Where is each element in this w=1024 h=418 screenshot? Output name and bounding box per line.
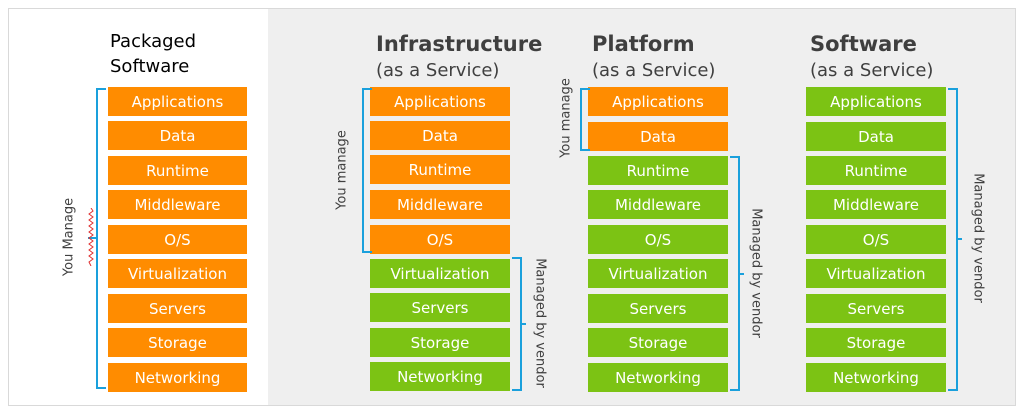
iaas-layer-storage: Storage <box>370 328 510 357</box>
paas-vendor-bracket-tick <box>738 273 744 275</box>
saas-layer-os: O/S <box>806 225 946 254</box>
packaged-title-line2: Software <box>110 56 190 77</box>
packaged-layer-storage: Storage <box>108 328 247 357</box>
saas-title: Software <box>810 32 917 56</box>
saas-layer-servers: Servers <box>806 294 946 323</box>
spellcheck-squiggle-icon <box>88 208 94 266</box>
packaged-title-line1: Packaged <box>110 31 197 52</box>
paas-vendor-label: Managed by vendor <box>748 208 764 338</box>
paas-you-manage-label: You manage <box>558 78 574 158</box>
packaged-layer-applications: Applications <box>108 87 247 116</box>
iaas-you-manage-label: You manage <box>334 130 350 210</box>
saas-vendor-label: Managed by vendor <box>970 173 986 303</box>
paas-subtitle: (as a Service) <box>592 60 716 81</box>
paas-layer-runtime: Runtime <box>588 156 728 185</box>
iaas-layer-os: O/S <box>370 225 510 254</box>
iaas-layer-applications: Applications <box>370 87 510 116</box>
paas-layer-middleware: Middleware <box>588 190 728 219</box>
iaas-layer-virtualization: Virtualization <box>370 259 510 288</box>
paas-layer-networking: Networking <box>588 363 728 392</box>
packaged-you-manage-bracket <box>96 88 106 389</box>
packaged-layer-runtime: Runtime <box>108 156 247 185</box>
paas-layer-storage: Storage <box>588 328 728 357</box>
packaged-layer-os: O/S <box>108 225 247 254</box>
paas-layer-applications: Applications <box>588 87 728 116</box>
iaas-vendor-label: Managed by vendor <box>532 258 548 388</box>
paas-you-manage-bracket <box>580 88 590 151</box>
packaged-layer-virtualization: Virtualization <box>108 259 247 288</box>
packaged-bracket-tick <box>88 237 96 239</box>
iaas-subtitle: (as a Service) <box>376 60 500 81</box>
paas-title: Platform <box>592 32 695 56</box>
iaas-vendor-bracket-tick <box>520 323 526 325</box>
saas-layer-middleware: Middleware <box>806 190 946 219</box>
packaged-layer-networking: Networking <box>108 363 247 392</box>
packaged-you-manage-label: You Manage <box>61 197 77 277</box>
iaas-layer-servers: Servers <box>370 293 510 322</box>
saas-layer-applications: Applications <box>806 87 946 116</box>
iaas-title: Infrastructure <box>376 32 543 56</box>
paas-layer-virtualization: Virtualization <box>588 259 728 288</box>
packaged-layer-middleware: Middleware <box>108 190 247 219</box>
saas-layer-networking: Networking <box>806 363 946 392</box>
saas-layer-storage: Storage <box>806 328 946 357</box>
packaged-layer-data: Data <box>108 121 247 150</box>
iaas-layer-runtime: Runtime <box>370 155 510 184</box>
iaas-layer-middleware: Middleware <box>370 190 510 219</box>
iaas-you-manage-bracket <box>362 88 372 253</box>
paas-layer-os: O/S <box>588 225 728 254</box>
iaas-layer-data: Data <box>370 121 510 150</box>
saas-layer-runtime: Runtime <box>806 156 946 185</box>
packaged-layer-servers: Servers <box>108 294 247 323</box>
saas-vendor-bracket-tick <box>956 238 962 240</box>
paas-layer-servers: Servers <box>588 294 728 323</box>
saas-layer-virtualization: Virtualization <box>806 259 946 288</box>
saas-subtitle: (as a Service) <box>810 60 934 81</box>
paas-layer-data: Data <box>588 122 728 151</box>
iaas-layer-networking: Networking <box>370 362 510 391</box>
saas-layer-data: Data <box>806 122 946 151</box>
